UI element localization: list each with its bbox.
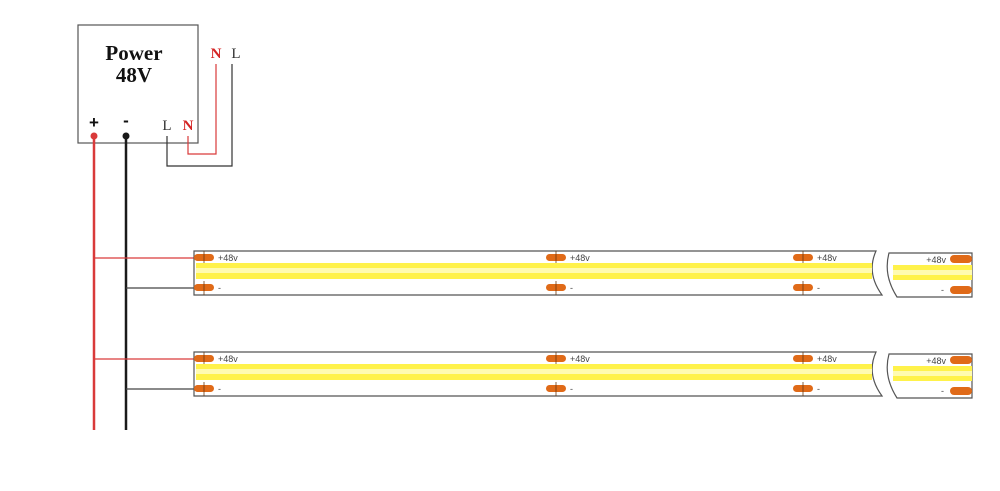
power-supply-box xyxy=(77,24,199,144)
pad-label-positive: +48v xyxy=(817,253,837,263)
pad-label-positive: +48v xyxy=(218,354,238,364)
dc-output-wires xyxy=(90,132,130,430)
strip-end-led-core xyxy=(893,270,972,275)
mains-n-wire xyxy=(187,64,217,155)
end-pad-negative xyxy=(950,286,972,294)
strip-led-core xyxy=(196,268,872,273)
mains-l-label: L xyxy=(231,46,240,62)
mains-l-wire xyxy=(166,64,233,167)
end-pad-positive xyxy=(950,356,972,364)
input-n-label: N xyxy=(183,118,194,134)
strip-end-led-core xyxy=(893,371,972,376)
pad-label-negative: - xyxy=(570,283,573,293)
input-l-label: L xyxy=(162,118,171,134)
power-voltage: 48V xyxy=(116,63,152,87)
output-minus-label: - xyxy=(123,111,129,130)
pad-label-negative: - xyxy=(817,384,820,394)
output-plus-label: + xyxy=(89,113,99,132)
power-title: Power xyxy=(105,41,162,65)
pad-label-negative: - xyxy=(570,384,573,394)
end-label-negative: - xyxy=(941,285,944,295)
end-label-positive: +48v xyxy=(926,255,946,265)
pad-label-negative: - xyxy=(218,283,221,293)
pad-label-negative: - xyxy=(817,283,820,293)
pad-label-positive: +48v xyxy=(218,253,238,263)
end-label-negative: - xyxy=(941,386,944,396)
end-label-positive: +48v xyxy=(926,356,946,366)
led-strip: +48v - +48v - +48v - +48v - xyxy=(94,351,973,399)
pad-label-negative: - xyxy=(218,384,221,394)
led-strips: +48v - +48v - +48v - +48v - +48v - +48v - +48v - +48v - xyxy=(94,250,973,399)
power-supply: Power 48V + - L N xyxy=(77,24,199,144)
pad-label-positive: +48v xyxy=(570,253,590,263)
led-strip: +48v - +48v - +48v - +48v - xyxy=(94,250,973,298)
mains-n-label: N xyxy=(211,46,222,62)
pad-label-positive: +48v xyxy=(817,354,837,364)
pad-label-positive: +48v xyxy=(570,354,590,364)
positive-terminal xyxy=(90,132,98,140)
strip-led-core xyxy=(196,369,872,374)
end-pad-positive xyxy=(950,255,972,263)
negative-terminal xyxy=(122,132,130,140)
end-pad-negative xyxy=(950,387,972,395)
mains-wires: N L xyxy=(166,46,241,167)
